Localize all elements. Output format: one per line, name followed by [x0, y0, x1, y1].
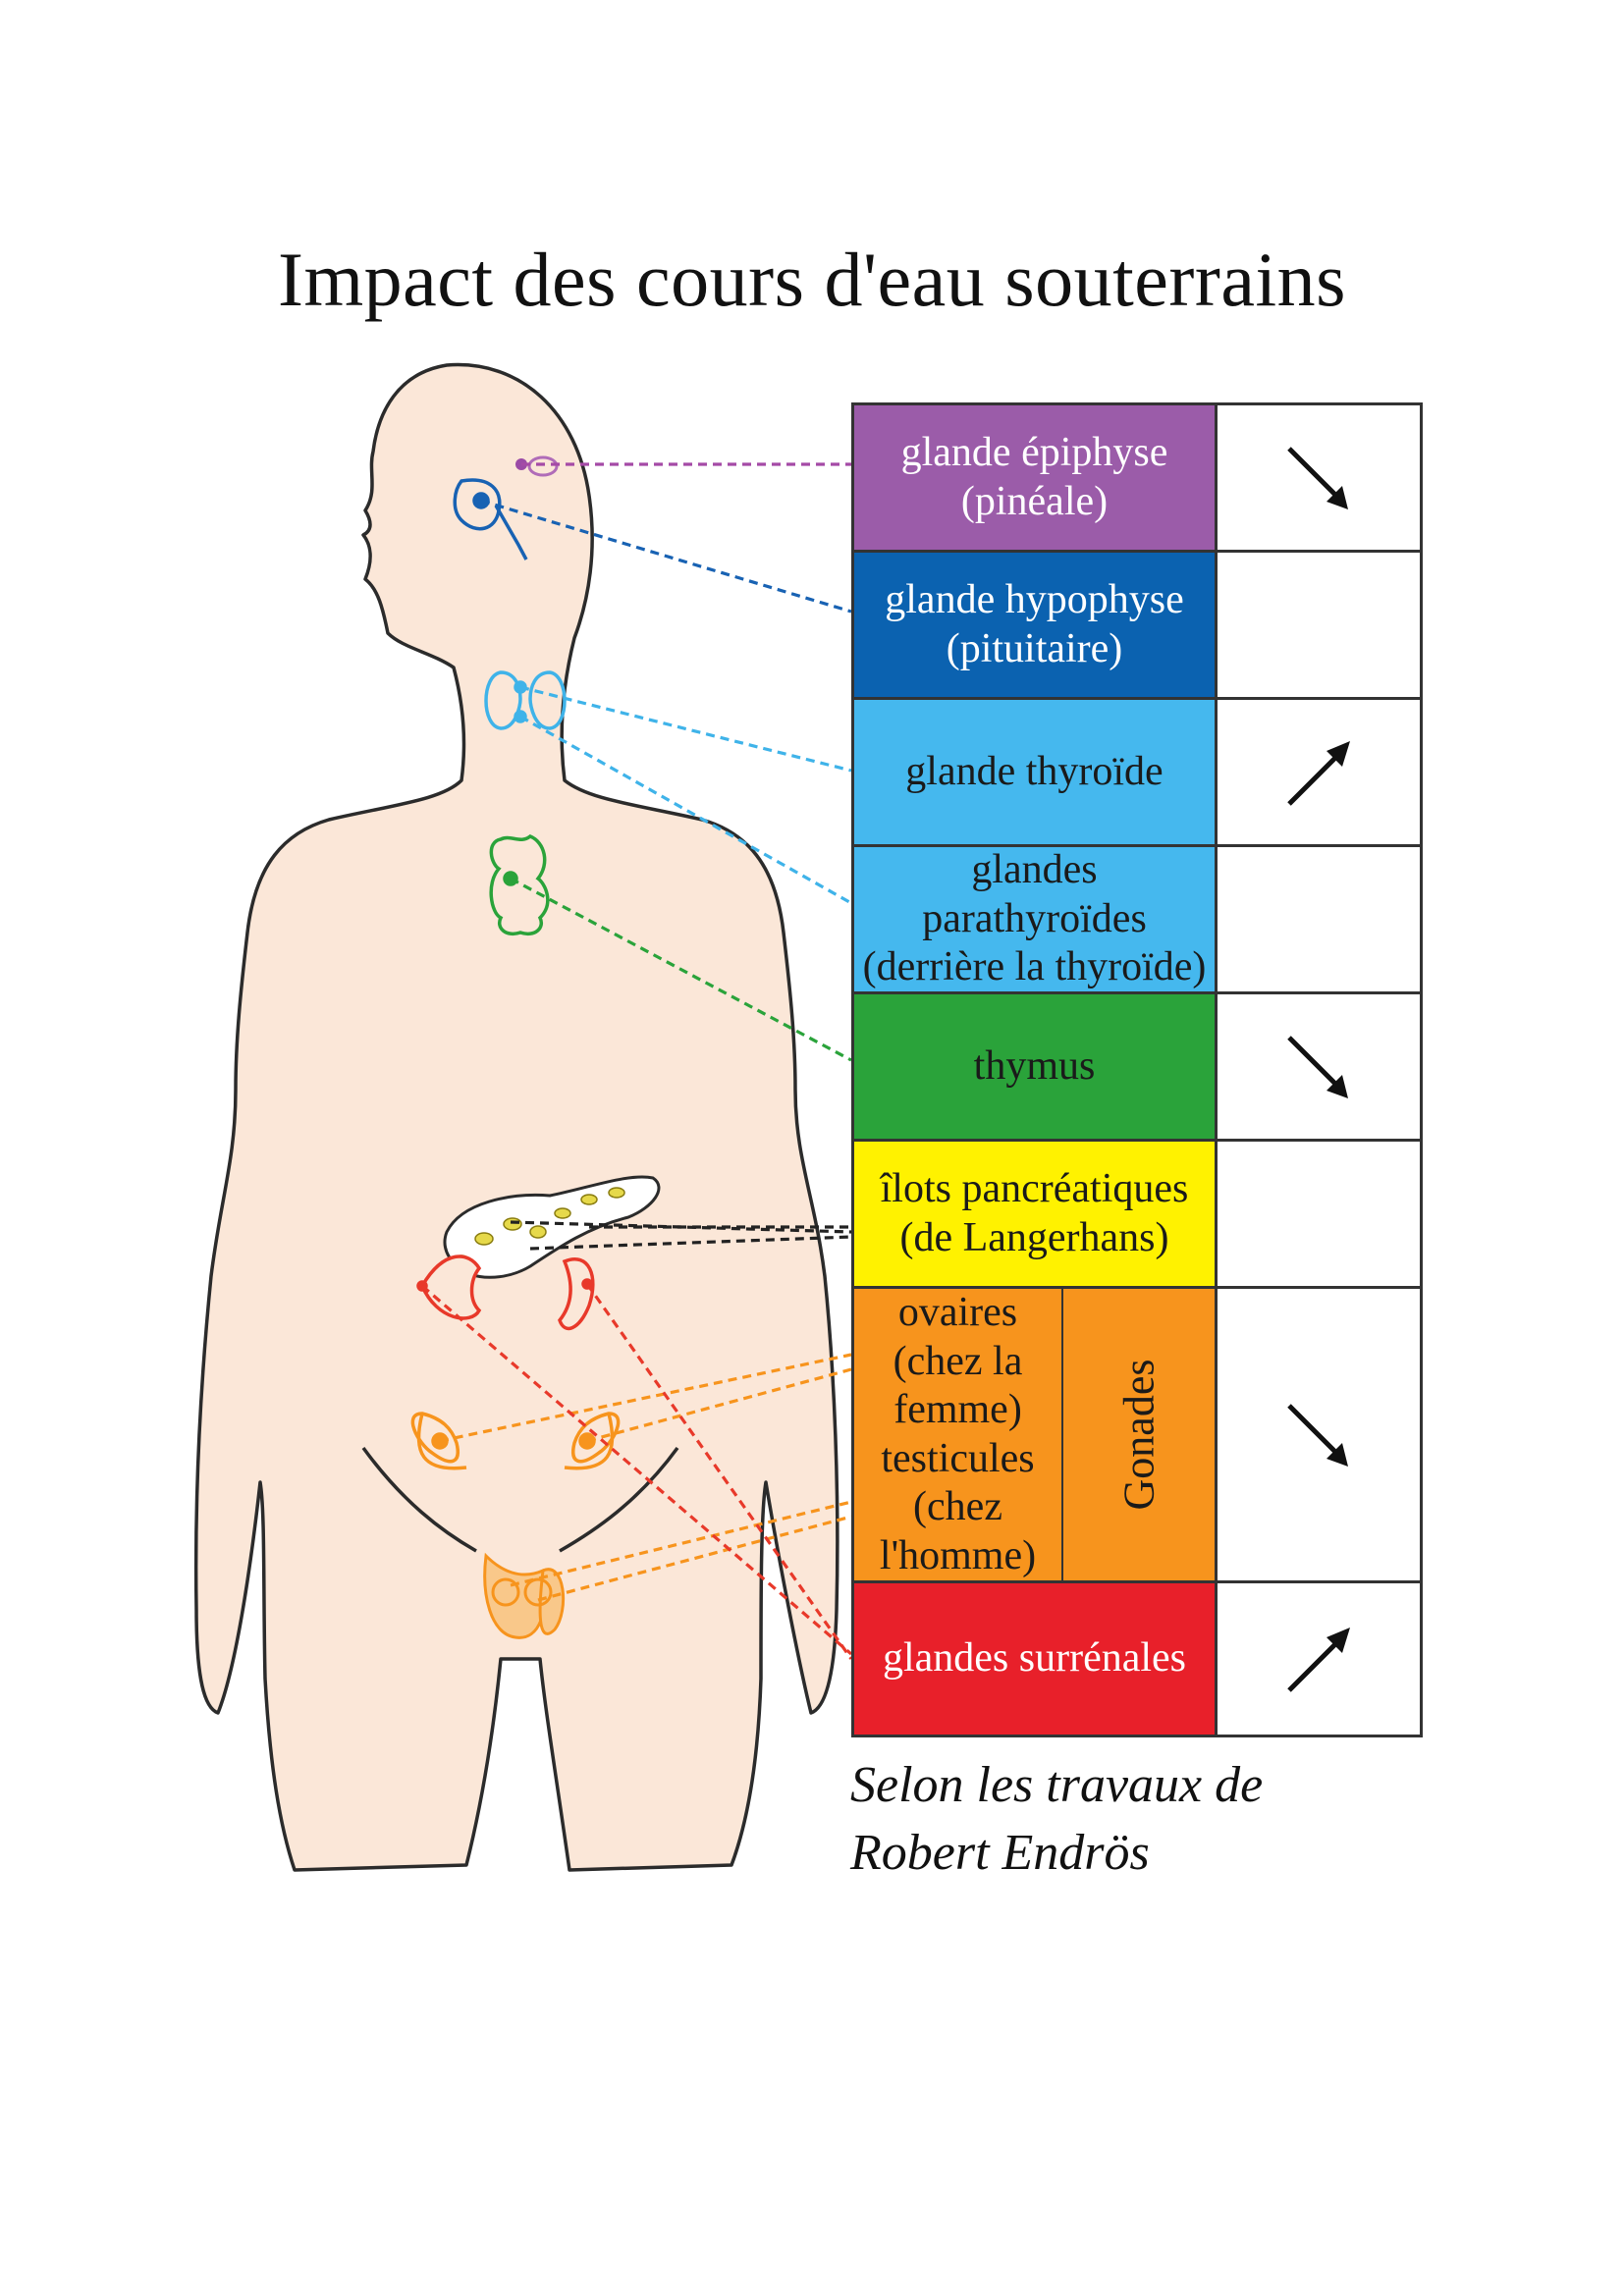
arrow-down-icon: [1287, 1035, 1348, 1098]
gland-name-line1: glandes surrénales: [882, 1635, 1187, 1682]
gland-name-line1: thymus: [973, 1042, 1096, 1089]
gland-row-thyroide: glande thyroïde: [854, 700, 1420, 847]
gland-row-hypophyse: glande hypophyse(pituitaire): [854, 553, 1420, 700]
gonad-line2: (chez l'homme): [879, 1484, 1037, 1578]
gland-name-line1: îlots pancréatiques: [880, 1165, 1189, 1211]
credit-line-2: Robert Endrös: [850, 1824, 1150, 1881]
gonad-testicules: testicules(chez l'homme): [854, 1435, 1061, 1581]
connector-pancreas-2: [529, 1235, 852, 1251]
credit-line-1: Selon les travaux de: [850, 1757, 1264, 1813]
empty-effect: [1279, 881, 1358, 959]
gland-name-pancreas: îlots pancréatiques(de Langerhans): [854, 1142, 1218, 1286]
gland-name-line2: (pinéale): [960, 478, 1109, 524]
effect-cell-epiphyse: [1218, 405, 1420, 550]
gonads-label-text: Gonades: [1114, 1359, 1164, 1511]
effect-cell-pancreas: [1218, 1142, 1420, 1286]
gland-name-line1: glande hypophyse: [885, 576, 1184, 622]
arrow-up-icon: [1287, 1628, 1350, 1692]
connector-ovaire-right: [586, 1367, 852, 1443]
effect-cell-parathyroides: [1218, 847, 1420, 991]
groin-line-right: [559, 1446, 679, 1553]
connector-ovaire-left: [439, 1353, 852, 1443]
gland-name-thyroide: glande thyroïde: [854, 700, 1218, 844]
arrow-up-icon: [1287, 740, 1350, 806]
gland-name-parathyroides: glandes parathyroïdes(derrière la thyroï…: [854, 847, 1218, 991]
gland-row-epiphyse: glande épiphyse(pinéale): [854, 405, 1420, 553]
effect-cell-thyroide: [1218, 700, 1420, 844]
credit-text: Selon les travaux de Robert Endrös: [850, 1752, 1263, 1887]
gland-row-gonades: ovaires(chez la femme)testicules(chez l'…: [854, 1289, 1420, 1583]
connector-thyroide: [519, 685, 852, 773]
gonad-line2: (chez la femme): [893, 1338, 1023, 1433]
connector-testicule-right: [537, 1515, 852, 1602]
connector-hypophyse: [480, 499, 852, 614]
groin-line-left: [361, 1446, 477, 1553]
arrow-down-icon: [1287, 446, 1348, 509]
gland-name-line2: (derrière la thyroïde): [862, 944, 1207, 990]
effect-cell-gonades: [1218, 1289, 1420, 1580]
pituitary-organ: [453, 478, 528, 561]
pancreas-organ: [443, 1175, 661, 1279]
connector-surrenale-right: [585, 1283, 853, 1660]
gland-effects-table: glande épiphyse(pinéale)glande hypophyse…: [851, 402, 1423, 1737]
gonads-group-label: Gonades: [1063, 1289, 1215, 1580]
gland-name-line1: glandes parathyroïdes: [922, 847, 1147, 941]
gonad-ovaires: ovaires(chez la femme): [854, 1289, 1061, 1435]
effect-cell-hypophyse: [1218, 553, 1420, 697]
gland-row-thymus: thymus: [854, 994, 1420, 1142]
gland-name-line1: glande thyroïde: [905, 748, 1164, 794]
gland-name-surrenales: glandes surrénales: [854, 1583, 1218, 1735]
gland-name-thymus: thymus: [854, 994, 1218, 1139]
connector-parathyroides: [519, 715, 852, 905]
gland-row-pancreas: îlots pancréatiques(de Langerhans): [854, 1142, 1420, 1289]
adrenal-organs: [416, 1255, 595, 1331]
human-body-silhouette: [193, 362, 839, 1872]
connector-surrenale-left: [420, 1284, 853, 1656]
page-title: Impact des cours d'eau souterrains: [277, 237, 1346, 322]
gland-name-hypophyse: glande hypophyse(pituitaire): [854, 553, 1218, 697]
gonads-block: ovaires(chez la femme)testicules(chez l'…: [854, 1289, 1218, 1580]
gonad-line1: ovaires: [897, 1290, 1018, 1335]
gonads-names: ovaires(chez la femme)testicules(chez l'…: [854, 1289, 1064, 1581]
testicle-organs: [483, 1552, 566, 1639]
effect-cell-surrenales: [1218, 1583, 1420, 1735]
gland-row-surrenales: glandes surrénales: [854, 1583, 1420, 1735]
arrow-down-icon: [1287, 1403, 1348, 1467]
gland-name-line1: glande épiphyse: [900, 429, 1168, 475]
empty-effect: [1279, 586, 1358, 665]
empty-effect: [1279, 1175, 1358, 1254]
gland-name-epiphyse: glande épiphyse(pinéale): [854, 405, 1218, 550]
gland-name-line2: (de Langerhans): [899, 1214, 1169, 1260]
effect-cell-thymus: [1218, 994, 1420, 1139]
gland-name-line2: (pituitaire): [946, 625, 1123, 671]
connector-lines: [420, 462, 853, 1660]
connector-thymus: [510, 877, 852, 1062]
gonad-line1: testicules: [881, 1435, 1035, 1481]
gland-row-parathyroides: glandes parathyroïdes(derrière la thyroï…: [854, 847, 1420, 994]
